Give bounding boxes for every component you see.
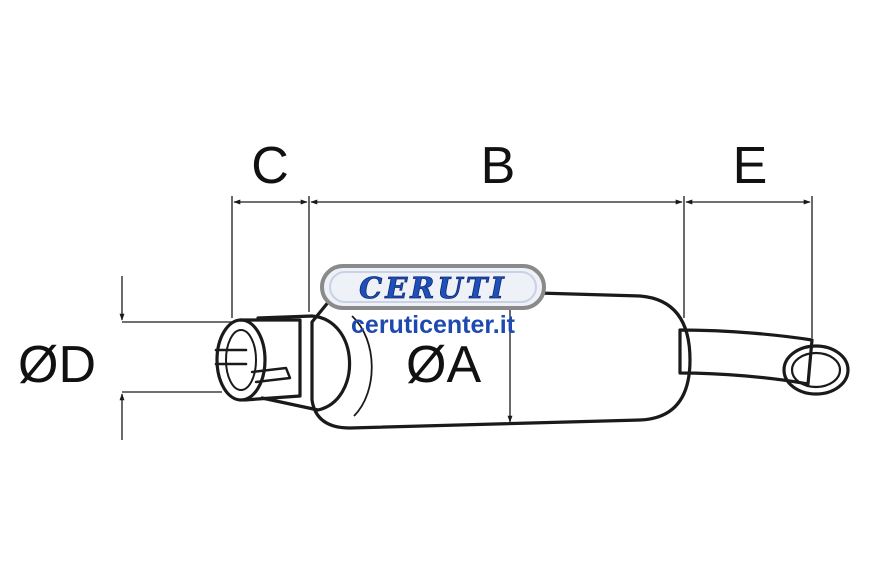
dimension-lines — [119, 199, 811, 440]
label-e: E — [733, 137, 768, 195]
inlet-cone — [256, 314, 352, 412]
label-diameter-a: ØA — [406, 336, 481, 394]
logo-badge — [320, 264, 546, 310]
muffler-drawing — [214, 286, 850, 430]
label-c: C — [251, 137, 289, 195]
ceruti-logo: CERUTI — [320, 264, 546, 310]
inlet-pipe — [238, 318, 302, 402]
extension-lines — [122, 196, 813, 393]
tail-pipe — [678, 328, 814, 386]
label-diameter-d: ØD — [18, 336, 96, 394]
logo-brand-text: CERUTI — [359, 271, 507, 305]
logo-website-text: ceruticenter.it — [351, 311, 516, 339]
outlet-opening — [782, 344, 850, 396]
inlet-opening — [215, 318, 267, 402]
label-b: B — [481, 137, 516, 195]
